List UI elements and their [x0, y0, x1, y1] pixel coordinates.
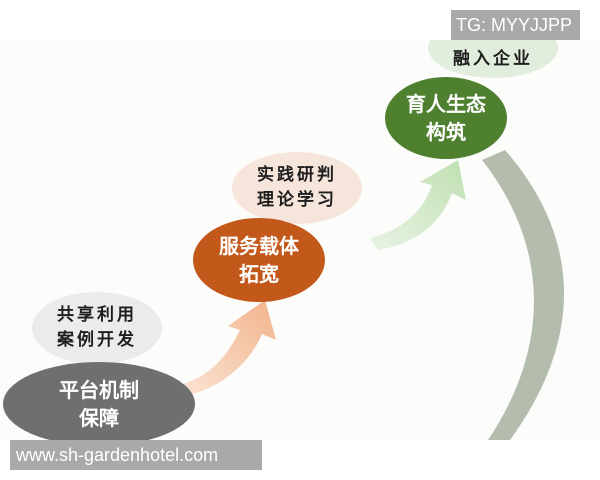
stage3-title-line1: 育人生态 — [406, 92, 486, 116]
stage-node-service-carrier: 服务载体 拓宽 — [193, 218, 325, 302]
connector-layer — [180, 150, 564, 440]
stage-node-ecosystem: 育人生态 构筑 — [385, 77, 507, 159]
stage2-title-line1: 服务载体 — [219, 234, 299, 258]
note-bubble-stage2: 实践研判 理论学习 — [232, 152, 362, 224]
note-bubble-stage1-line2: 案例开发 — [57, 330, 137, 350]
watermark-bottom-left-text: www.sh-gardenhotel.com — [16, 444, 219, 465]
stage3-title-line2: 构筑 — [426, 120, 466, 144]
note-bubble-stage3-line1: 融入企业 — [453, 48, 533, 69]
note-bubble-stage1: 共享利用 案例开发 — [32, 292, 162, 364]
note-bubble-stage2-line2: 理论学习 — [257, 190, 337, 210]
stage1-title-line1: 平台机制 — [59, 378, 139, 402]
note-bubble-stage2-line1: 实践研判 — [257, 165, 337, 185]
stage1-title-line2: 保障 — [79, 406, 119, 430]
return-arc — [482, 150, 564, 440]
watermark-top-right: TG: MYYJJPP — [451, 10, 580, 40]
diagram-canvas: 融入企业 实践研判 理论学习 共享利用 案例开发 育人生态 构筑 服务载体 拓宽… — [0, 40, 600, 440]
watermark-top-right-text: TG: MYYJJPP — [456, 14, 573, 35]
arrow-stage1-to-stage2 — [180, 300, 276, 395]
note-bubble-stage1-line1: 共享利用 — [57, 305, 137, 325]
stage-node-platform-mechanism: 平台机制 保障 — [3, 362, 195, 440]
watermark-bottom-left: www.sh-gardenhotel.com — [10, 440, 262, 470]
stage2-title-line2: 拓宽 — [239, 262, 279, 286]
arrow-stage2-to-stage3 — [370, 160, 466, 250]
